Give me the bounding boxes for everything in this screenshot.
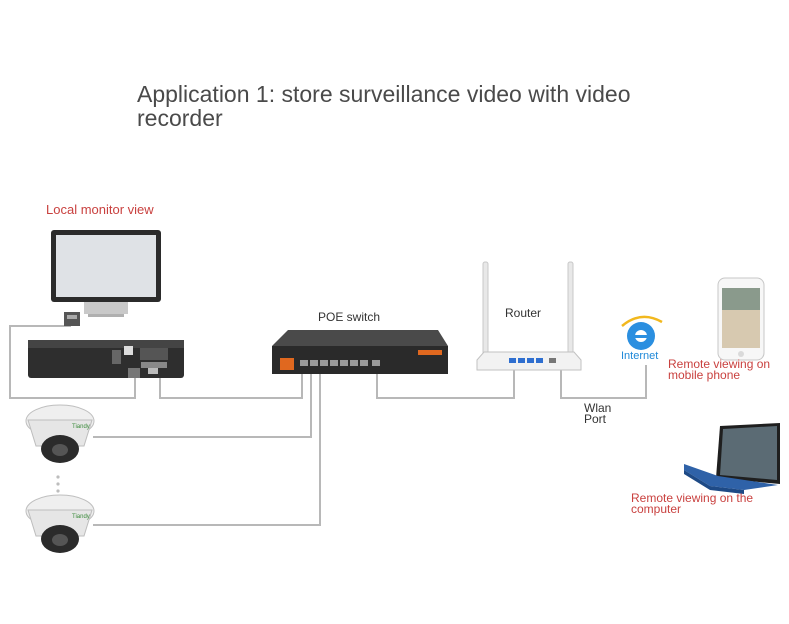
remote-computer-label: Remote viewing on the computer: [631, 491, 754, 516]
router-icon: [476, 261, 582, 371]
local-monitor-label: Local monitor view: [46, 202, 154, 217]
camera-icon-1: Tiandy: [25, 404, 95, 463]
svg-text:Tiandy: Tiandy: [72, 514, 90, 520]
link-router-internet: [560, 365, 647, 399]
diagram-title: Application 1: store surveillance video …: [137, 81, 631, 131]
poe-switch-label: POE switch: [318, 310, 381, 324]
camera-icon-2: Tiandy: [25, 494, 95, 553]
svg-text:Tiandy: Tiandy: [72, 424, 90, 430]
internet-label: Internet: [621, 350, 659, 362]
link-switch-router: [376, 370, 515, 399]
connection-lines: [9, 325, 647, 526]
monitor-icon: [51, 230, 161, 326]
ellipsis-dots: [56, 475, 60, 493]
link-monitor-nvr: [9, 325, 136, 399]
wlan-port-label: Wlan Port: [584, 401, 612, 426]
poe-switch-icon: [272, 330, 448, 374]
router-label: Router: [505, 306, 542, 320]
remote-mobile-label: Remote viewing on mobile phone: [668, 357, 771, 382]
link-camera2-switch: [93, 372, 321, 526]
nvr-icon: [28, 340, 184, 378]
phone-icon: [717, 277, 765, 361]
link-camera1-switch: [93, 372, 312, 438]
internet-icon: [621, 315, 663, 350]
laptop-icon: [684, 423, 780, 494]
link-nvr-switch: [159, 372, 303, 399]
